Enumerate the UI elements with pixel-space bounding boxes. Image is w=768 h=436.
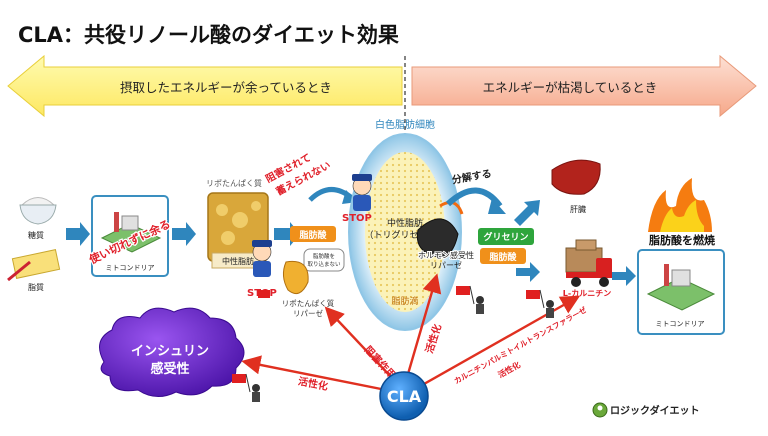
fatty-acid-tag-left [290,226,336,242]
arrow-to-liver [514,200,540,226]
banner-left-arrow [7,54,403,118]
liver-icon [551,159,601,195]
stop-label-top: STOP [342,213,372,224]
arrow-cla-insulin [241,355,387,392]
hsl-enzyme-icon [416,218,459,258]
fatty-acid-tag-right-text: 脂肪酸 [488,251,517,263]
butter-icon [7,249,61,282]
insulin-label-line1: インシュリン [131,344,209,359]
page-title: CLA：共役リノール酸のダイエット効果 [18,23,399,47]
cpt-label: カルニチンパルミトイルトランスファラーゼ [452,304,588,386]
mitochondria-left [91,195,169,277]
insulin-label-line2: 感受性 [150,361,189,377]
carnitine-label: L-カルニチン [563,289,611,298]
burn-label: 脂肪酸を燃焼 [648,233,715,247]
arrow-cla-hsl [406,273,442,375]
mitochondria-left-caption: ミトコンドリア [106,264,155,272]
fat-droplet-label: 脂肪滴 [391,295,418,307]
triglyceride-label: 中性脂肪 [222,256,254,266]
hsl-label-line1: ホルモン感受性 [418,250,474,260]
decompose-label: 分解する [451,167,493,187]
fire-icon [648,178,712,232]
glycerin-tag [478,228,534,245]
lpl-label-line2: リパーゼ [293,308,323,318]
police-bubble-line1: 脂肪酸を [313,252,335,260]
banner-right-arrow [411,54,757,118]
logo-text: ロジックダイエット [610,404,700,417]
mitochondria-right-caption: ミトコンドリア [656,320,705,328]
decompose-arrow [445,187,503,208]
arrow-to-lipoprotein [172,222,196,246]
insulin-cloud [99,307,245,397]
arrow-to-carnitine [516,262,540,282]
fat-label: 脂質 [28,282,44,292]
cla-circle [379,371,429,421]
police-bubble [303,248,345,272]
carnitine-truck-icon [565,239,612,287]
fat-droplet [365,152,445,312]
sugar-bowl-icon [19,197,57,225]
fatty-acid-tag-right [480,248,526,264]
banner-left-label: 摂取したエネルギーが余っているとき [120,80,332,95]
fat-cell-label: 白色脂肪細胞 [375,118,435,131]
arrow-to-mito [612,266,636,286]
police-bubble-line2: 取り込まない [307,260,341,268]
police-officer-left-icon [252,240,272,277]
cla-label: CLA [387,387,422,406]
activate-label-3: 活性化 [496,359,522,379]
sugar-label: 糖質 [28,230,44,240]
logo-icon [592,402,608,418]
arrow-input [66,222,90,246]
activate-label-2: 活性化 [422,322,444,355]
lipoprotein-label: リポたんぱく質 [206,178,262,188]
banner-right-label: エネルギーが枯渇しているとき [483,80,658,95]
fat-cell-center-line1: 中性脂肪 [387,217,423,229]
glycerin-label: グリセリン [483,231,528,243]
liver-label: 肝臓 [570,204,586,214]
fatty-acid-tag-left-text: 脂肪酸 [298,229,327,241]
flag-person-icon [232,285,554,402]
police-officer-top-icon [352,174,372,211]
arrow-cla-lpl [324,306,393,379]
hsl-label-line2: リパーゼ [430,260,462,270]
mitochondria-right [637,249,725,335]
lpl-label-line1: リポたんぱく質 [282,298,335,308]
lpl-enzyme-icon [282,260,309,295]
